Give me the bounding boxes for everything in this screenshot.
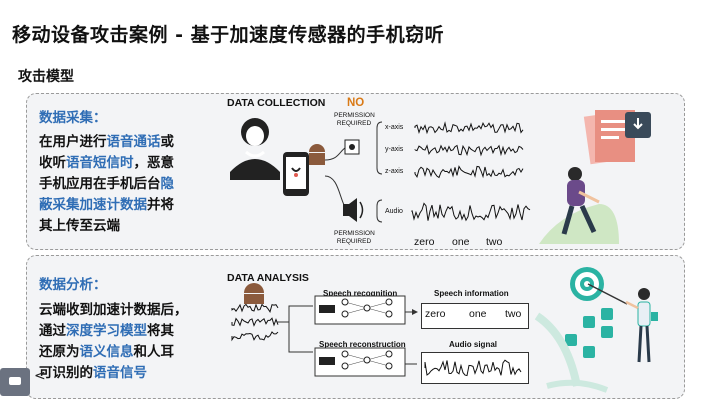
highlighted-text: 深度学习模型 — [66, 323, 147, 339]
description-text: 其上传至云端 — [39, 218, 120, 234]
accel-waveforms — [414, 121, 524, 179]
speaker-icon — [343, 198, 364, 222]
axis-label-y: y-axis — [385, 146, 404, 153]
axis-label-x: x-axis — [385, 124, 404, 131]
description-text: ，恶意 — [133, 155, 175, 171]
analysis-illustration — [231, 267, 658, 393]
word-one: one — [452, 236, 470, 248]
highlighted-text: 语音信号 — [93, 365, 147, 381]
person-on-phone-icon — [230, 118, 280, 180]
input-waveforms — [231, 303, 279, 342]
highlighted-text: 语音通话 — [106, 134, 161, 150]
description-text: 手机应用在手机后台 — [39, 176, 161, 192]
description-line: 手机应用在手机后台隐 — [39, 174, 219, 195]
axis-label-z: z-axis — [385, 168, 404, 175]
description-line: 可识别的语音信号 — [39, 363, 219, 384]
description-line: 通过深度学习模型将其 — [39, 321, 219, 342]
chat-bubble-icon — [9, 377, 21, 385]
description-line: 云端收到加速计数据后， — [39, 300, 219, 321]
description-text: 和人耳 — [133, 344, 175, 360]
description-line: 其上传至云端 — [39, 216, 219, 237]
audio-signal-label: Audio signal — [449, 340, 497, 349]
speech-information-label: Speech information — [434, 289, 509, 298]
collection-description: 在用户进行语音通话或收听语音短信时，恶意手机应用在手机后台隐蔽采集加速计数据并将… — [39, 132, 219, 237]
collection-diagram-title: DATA COLLECTION — [227, 97, 326, 109]
description-text: 将其 — [147, 323, 174, 339]
cloud-android-icon — [244, 283, 264, 304]
description-line: 还原为语义信息和人耳 — [39, 342, 219, 363]
highlighted-text: 语义信息 — [79, 344, 134, 360]
description-text: 通过 — [39, 323, 66, 339]
description-text: 在用户进行 — [39, 134, 107, 150]
social-media-icons — [534, 308, 613, 393]
target-illustration — [570, 267, 628, 305]
analysis-heading: 数据分析： — [39, 277, 107, 293]
description-text: 收听 — [39, 155, 66, 171]
android-icon — [309, 144, 325, 165]
permission-required-top: PERMISSION REQUIRED — [334, 112, 375, 127]
analysis-word-two: two — [505, 308, 522, 320]
description-line: 在用户进行语音通话或 — [39, 132, 219, 153]
highlighted-text: 隐 — [160, 176, 175, 192]
description-text: 还原为 — [39, 344, 80, 360]
analysis-description: 云端收到加速计数据后，通过深度学习模型将其还原为语义信息和人耳可识别的语音信号 — [39, 300, 219, 384]
data-collection-panel: 数据采集： 在用户进行语音通话或收听语音短信时，恶意手机应用在手机后台隐蔽采集加… — [26, 93, 685, 250]
highlighted-text: 蔽采集加速计数据 — [39, 197, 147, 213]
no-label: NO — [347, 97, 365, 109]
permission-required-bottom: PERMISSION REQUIRED — [334, 230, 375, 245]
description-text: 可识别的 — [39, 365, 93, 381]
speech-recognition-label: Speech recognition — [323, 289, 398, 298]
description-line: 蔽采集加速计数据并将 — [39, 195, 219, 216]
description-text: 并将 — [147, 197, 174, 213]
description-line: 收听语音短信时，恶意 — [39, 153, 219, 174]
document-download-icon — [583, 110, 651, 165]
standing-person-illustration — [625, 288, 658, 363]
analysis-word-zero: zero — [425, 308, 446, 320]
data-analysis-panel: 数据分析： 云端收到加速计数据后，通过深度学习模型将其还原为语义信息和人耳可识别… — [26, 255, 685, 399]
sitting-person-illustration — [539, 167, 619, 244]
reconstruction-network — [314, 347, 406, 377]
description-text: 或 — [160, 134, 175, 150]
analysis-word-one: one — [469, 308, 487, 320]
analysis-diagram-title: DATA ANALYSIS — [227, 272, 309, 284]
audio-label: Audio — [385, 208, 403, 215]
smartphone-icon — [283, 152, 309, 196]
description-text: 云端收到加速计数据后， — [39, 302, 188, 318]
collection-heading: 数据采集： — [39, 110, 107, 126]
recognition-network — [314, 295, 406, 325]
word-two: two — [486, 236, 503, 248]
section-subtitle: 攻击模型 — [18, 69, 74, 85]
chat-arrow-icon[interactable]: < — [34, 368, 46, 384]
highlighted-text: 语音短信时 — [66, 155, 134, 171]
audio-signal-box — [421, 352, 529, 384]
speech-information-box — [421, 303, 529, 329]
speech-reconstruction-label: Speech reconstruction — [319, 340, 406, 349]
accelerometer-icon — [344, 139, 360, 155]
word-zero: zero — [414, 236, 435, 248]
slide-title: 移动设备攻击案例 - 基于加速度传感器的手机窃听 — [12, 24, 445, 46]
collection-illustration — [230, 110, 651, 244]
